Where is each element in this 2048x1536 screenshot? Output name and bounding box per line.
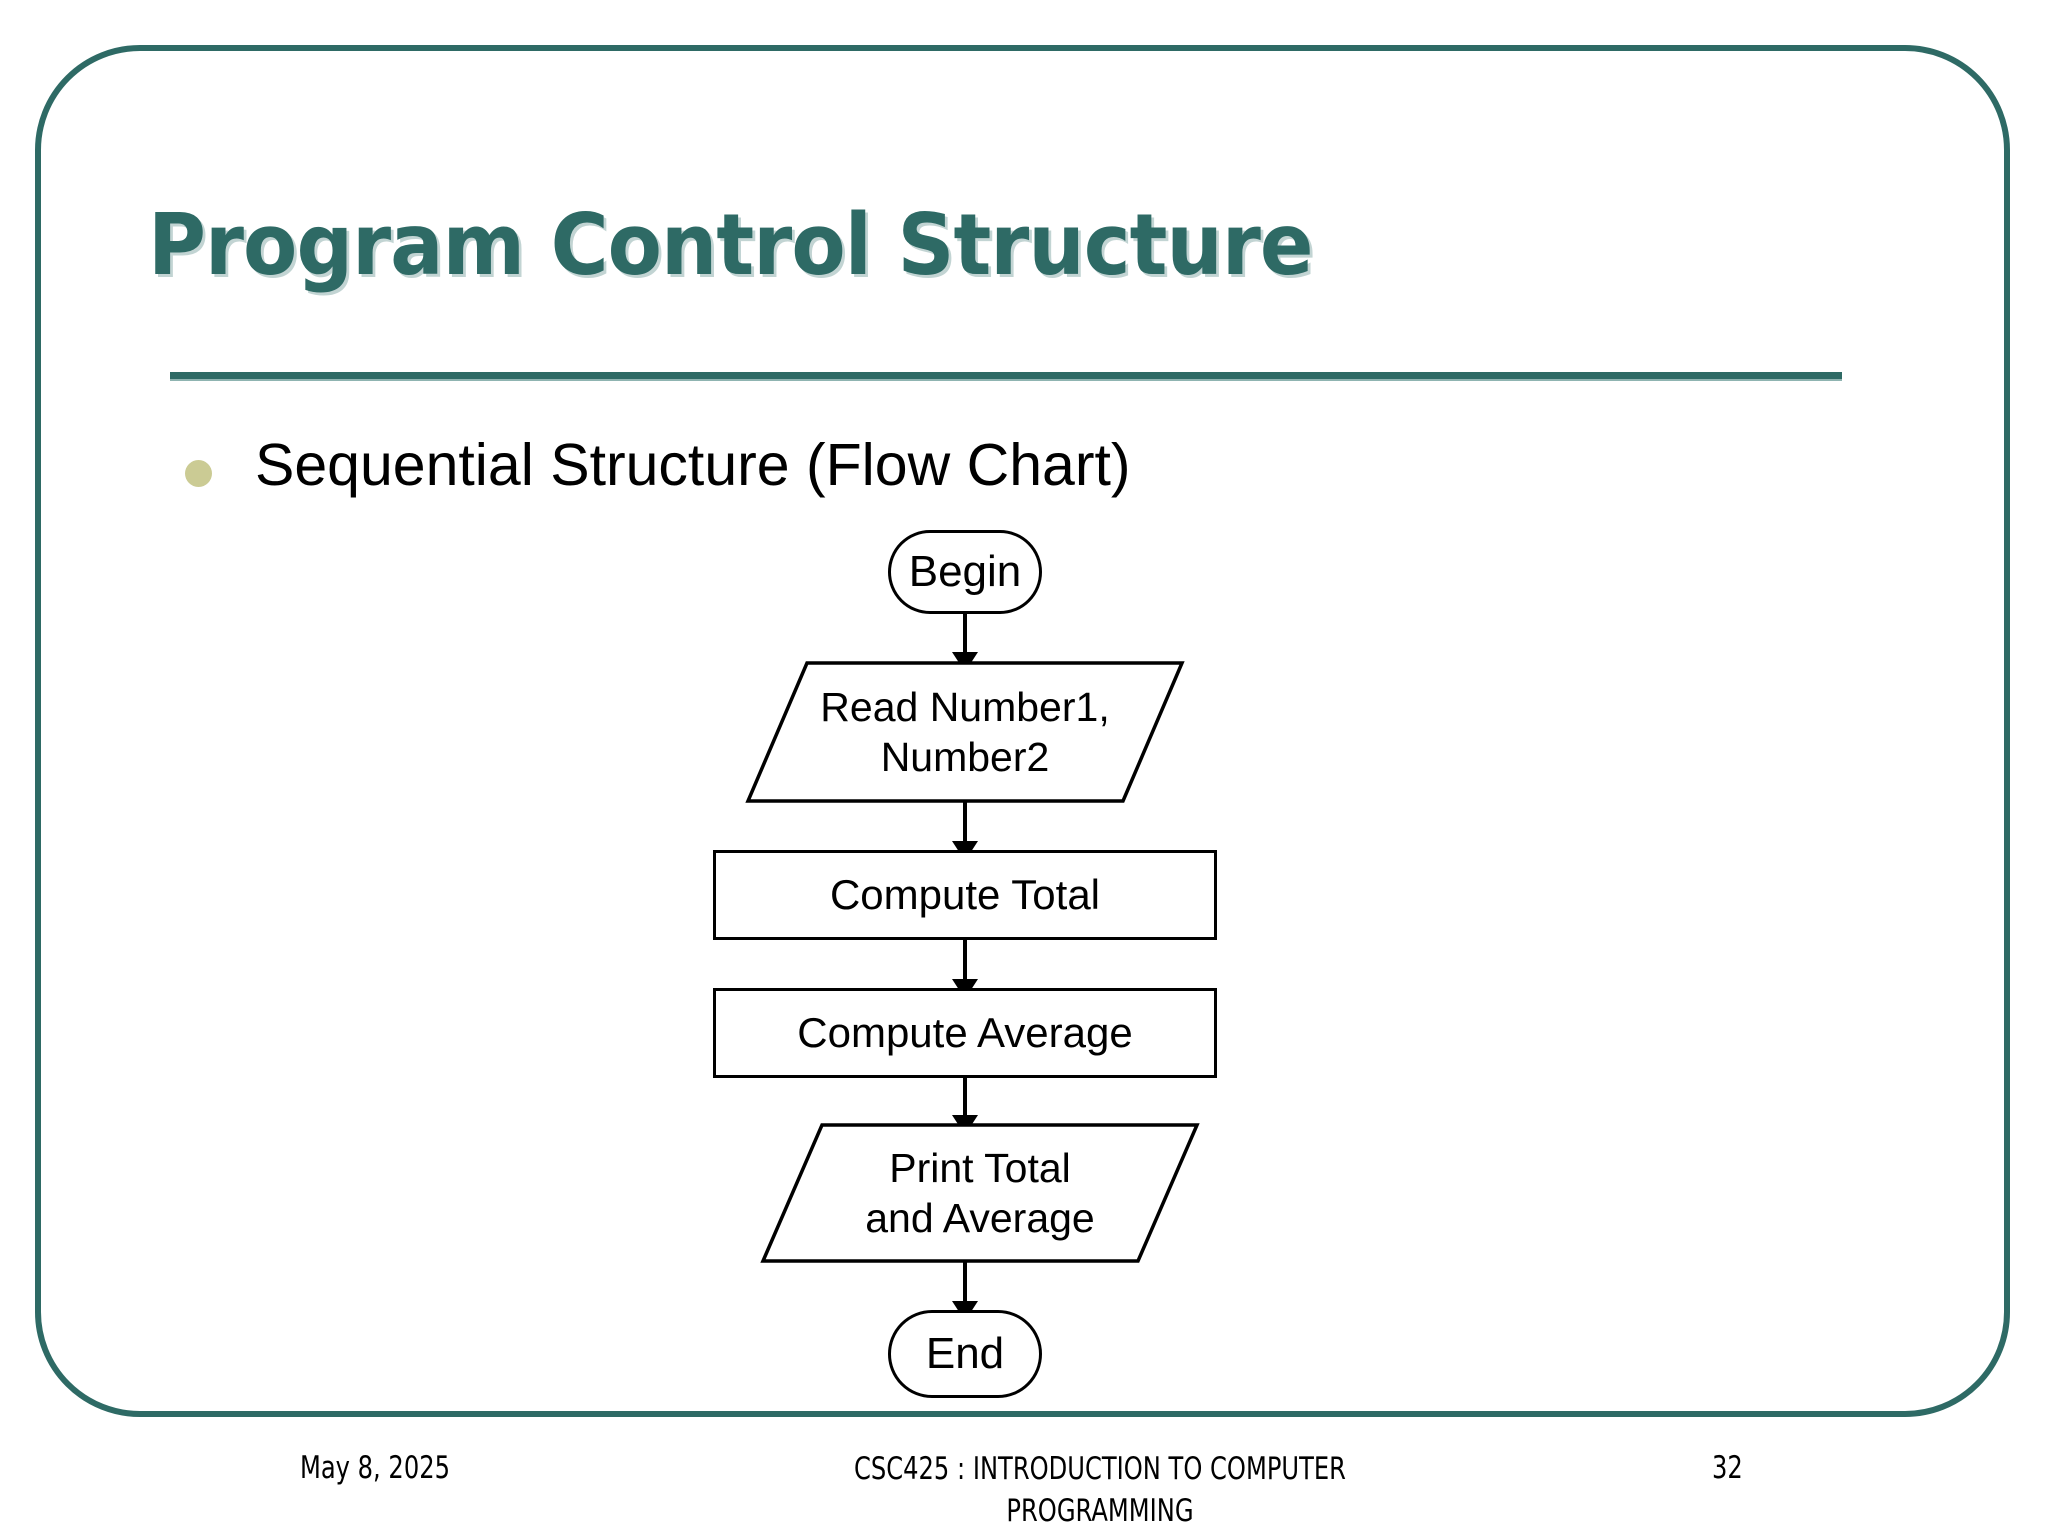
bullet-dot-icon (185, 460, 212, 487)
flowchart-node-begin: Begin (888, 530, 1042, 614)
flowchart-node-compute-total-label: Compute Total (829, 871, 1101, 918)
bullet-item-label: Sequential Structure (Flow Chart) (255, 432, 1131, 498)
flowchart-node-print: Print Total and Average (760, 1122, 1200, 1264)
flowchart-node-end: End (888, 1310, 1042, 1398)
bullet-list-item: Sequential Structure (Flow Chart) (185, 430, 1585, 506)
title-block: Program Control Structure (140, 196, 1860, 386)
footer-course-title: CSC425 : INTRODUCTION TO COMPUTER PROGRA… (854, 1451, 1346, 1529)
flowchart-edge-read-to-total (963, 802, 967, 852)
parallelogram-shape-icon (745, 661, 1185, 803)
parallelogram-shape-icon (760, 1123, 1200, 1263)
flowchart-node-begin-label: Begin (908, 547, 1022, 596)
flowchart-node-compute-average: Compute Average (713, 988, 1217, 1078)
flowchart-node-compute-average-label: Compute Average (797, 1009, 1133, 1056)
footer-date: May 8, 2025 (300, 1450, 450, 1486)
flowchart-edge-total-to-average (963, 939, 967, 990)
flowchart-node-end-label: End (925, 1329, 1005, 1378)
footer-page-number: 32 (1712, 1450, 1743, 1486)
flowchart-edge-begin-to-read (963, 613, 967, 663)
flowchart-edge-print-to-end (963, 1262, 967, 1312)
title-underline-rule (170, 372, 1842, 381)
flowchart-node-read: Read Number1, Number2 (745, 660, 1185, 804)
page-title: Program Control Structure (148, 196, 1314, 295)
flowchart-node-compute-total: Compute Total (713, 850, 1217, 940)
flowchart-edge-average-to-print (963, 1077, 967, 1125)
slide-footer: May 8, 2025 CSC425 : INTRODUCTION TO COM… (0, 1448, 2048, 1529)
